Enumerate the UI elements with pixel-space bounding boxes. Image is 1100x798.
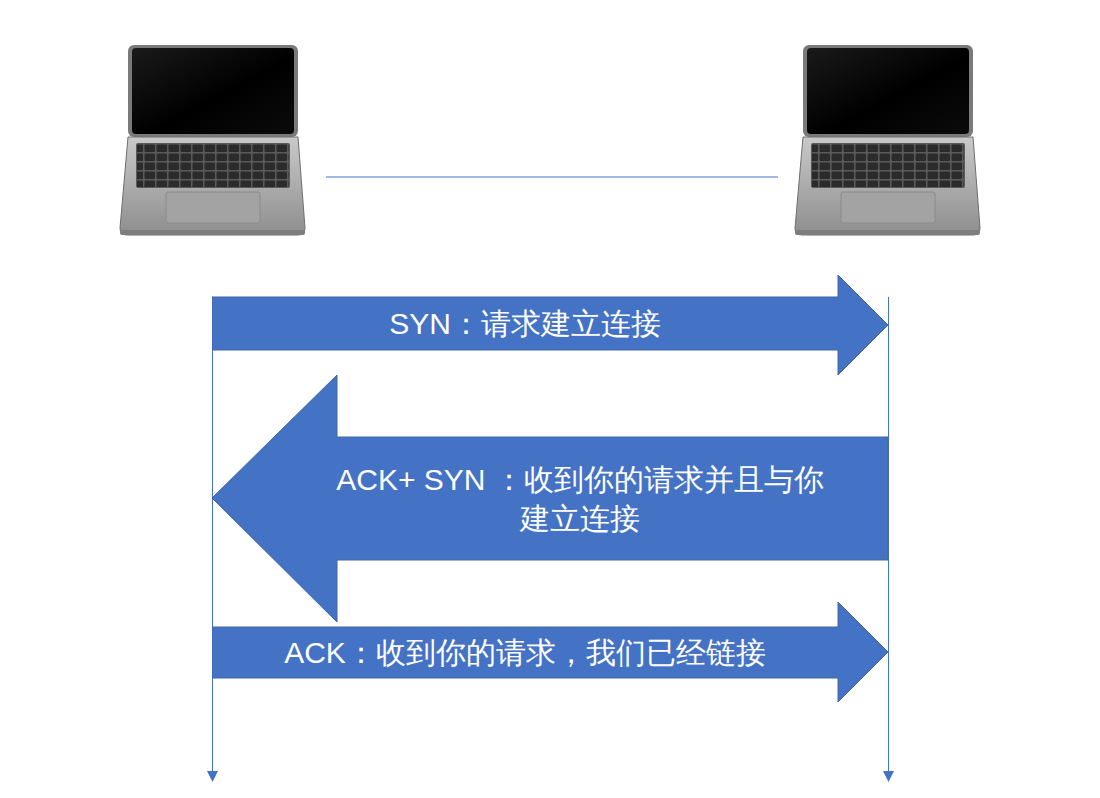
arrow-fill: [212, 275, 888, 375]
syn-ack-arrow: ACK+ SYN ：收到你的请求并且与你 建立连接: [212, 375, 889, 623]
ack-arrow: ACK：收到你的请求，我们已经链接: [212, 602, 889, 703]
text-area: SYN：请求建立连接: [222, 297, 828, 350]
laptop-left: [120, 45, 305, 235]
timeline-left: [212, 297, 213, 772]
text-area: ACK+ SYN ：收到你的请求并且与你 建立连接: [324, 437, 836, 560]
arrow-fill: [212, 375, 888, 622]
laptop-right: [795, 45, 980, 235]
arrow-label: ACK+ SYN ：收到你的请求并且与你 建立连接: [330, 460, 830, 538]
timeline-arrowhead: [207, 771, 218, 782]
arrow-fill: [212, 602, 888, 702]
link-line: [326, 177, 778, 178]
arrow-label: ACK：收到你的请求，我们已经链接: [284, 633, 766, 672]
arrow-outline: [212, 375, 889, 623]
timeline-arrowhead: [883, 771, 894, 782]
arrow-label: SYN：请求建立连接: [389, 304, 661, 343]
syn-arrow: SYN：请求建立连接: [212, 275, 889, 376]
text-area: ACK：收到你的请求，我们已经链接: [222, 627, 828, 678]
